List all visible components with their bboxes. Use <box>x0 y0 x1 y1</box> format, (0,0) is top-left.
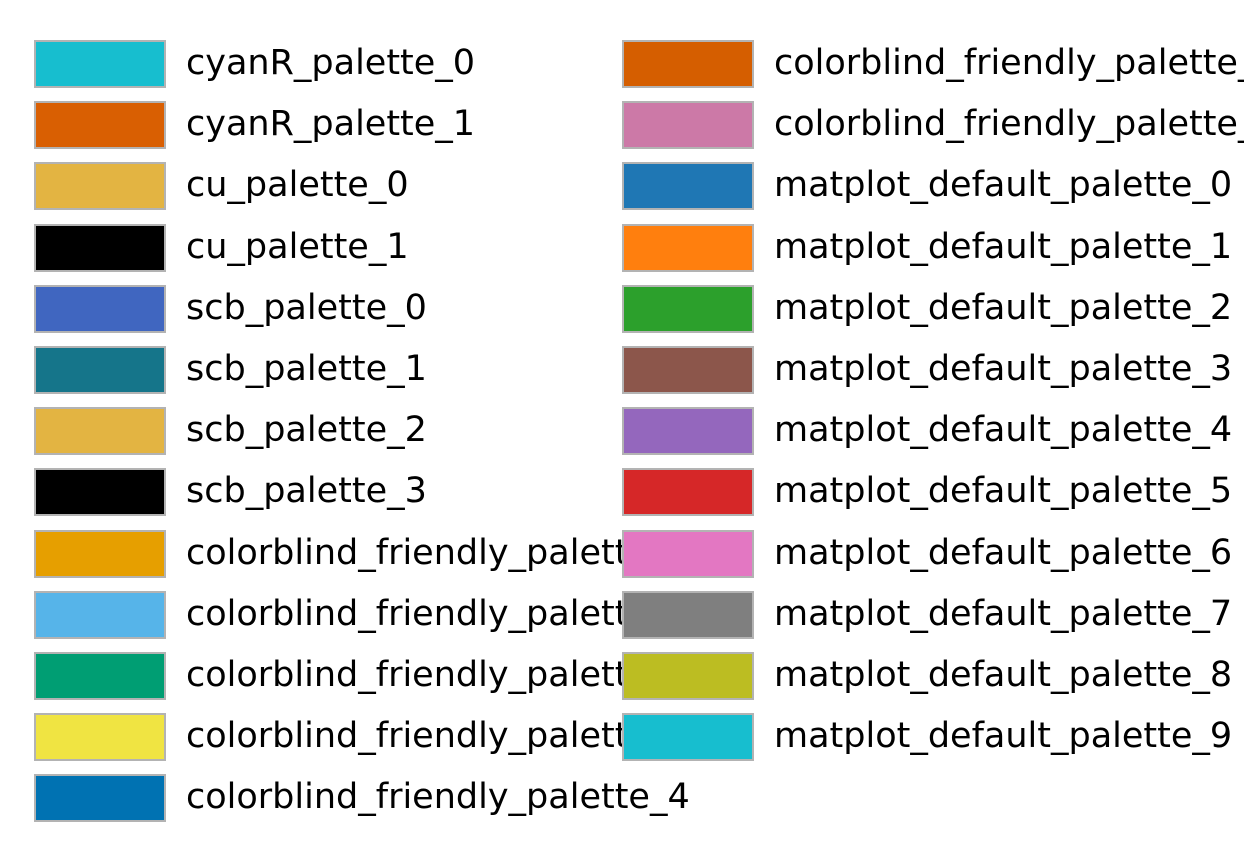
legend-label: cu_palette_0 <box>186 165 409 205</box>
legend-swatch <box>34 285 166 333</box>
legend-swatch <box>34 652 166 700</box>
legend-label: colorblind_friendly_palette_2 <box>186 655 690 695</box>
legend-swatch <box>34 101 166 149</box>
legend-label: scb_palette_2 <box>186 410 427 450</box>
legend-label: cyanR_palette_0 <box>186 43 476 83</box>
legend-label: matplot_default_palette_4 <box>774 410 1233 450</box>
legend-label: matplot_default_palette_0 <box>774 165 1233 205</box>
legend-label: matplot_default_palette_5 <box>774 471 1233 511</box>
legend-swatch <box>34 468 166 516</box>
legend-swatch <box>34 162 166 210</box>
legend-swatch <box>34 224 166 272</box>
legend-swatch <box>622 40 754 88</box>
legend-label: colorblind_friendly_palette_4 <box>186 777 690 817</box>
legend-label: colorblind_friendly_palette_0 <box>186 533 690 573</box>
legend-swatch <box>622 101 754 149</box>
legend-swatch <box>34 774 166 822</box>
legend-label: matplot_default_palette_9 <box>774 716 1233 756</box>
legend-label: matplot_default_palette_1 <box>774 227 1233 267</box>
legend-label: scb_palette_3 <box>186 471 427 511</box>
legend-swatch <box>622 713 754 761</box>
legend-swatch <box>34 40 166 88</box>
legend-label: cyanR_palette_1 <box>186 104 476 144</box>
legend-swatch <box>34 713 166 761</box>
legend-label: matplot_default_palette_8 <box>774 655 1233 695</box>
legend-label: matplot_default_palette_6 <box>774 533 1233 573</box>
legend-label: matplot_default_palette_7 <box>774 594 1233 634</box>
legend-label: matplot_default_palette_2 <box>774 288 1233 328</box>
legend-swatch <box>34 530 166 578</box>
legend-label: scb_palette_1 <box>186 349 427 389</box>
legend-swatch <box>622 224 754 272</box>
legend-label: colorblind_friendly_palette_3 <box>186 716 690 756</box>
legend-swatch <box>622 162 754 210</box>
legend-label: colorblind_friendly_palette_5 <box>774 43 1244 83</box>
legend-swatch <box>34 407 166 455</box>
legend-label: colorblind_friendly_palette_6 <box>774 104 1244 144</box>
legend-swatch <box>622 285 754 333</box>
legend-swatch <box>622 530 754 578</box>
legend-swatch <box>34 346 166 394</box>
legend-swatch <box>622 407 754 455</box>
legend-label: colorblind_friendly_palette_1 <box>186 594 690 634</box>
legend-swatch <box>622 346 754 394</box>
legend-label: scb_palette_0 <box>186 288 427 328</box>
legend-swatch <box>34 591 166 639</box>
legend-swatch <box>622 652 754 700</box>
legend-swatch <box>622 468 754 516</box>
legend-swatch <box>622 591 754 639</box>
legend-label: cu_palette_1 <box>186 227 409 267</box>
legend-label: matplot_default_palette_3 <box>774 349 1233 389</box>
